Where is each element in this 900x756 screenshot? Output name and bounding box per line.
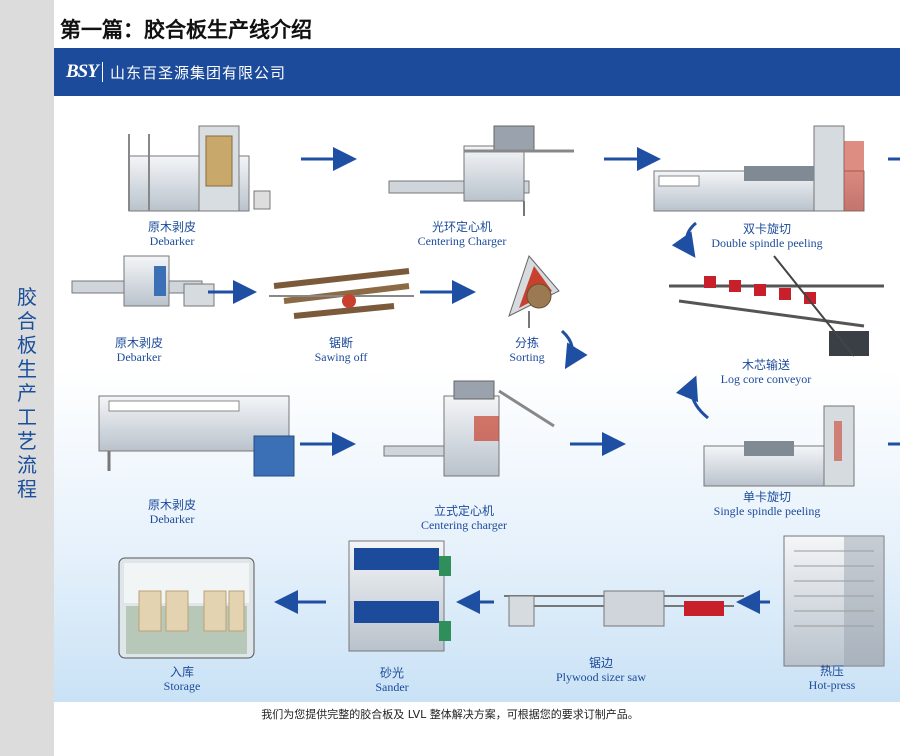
- step-label-en: Debarker: [116, 350, 162, 364]
- logo-divider: [102, 62, 103, 82]
- step-vertical-centering-charger: 立式定心机 Centering charger: [406, 504, 522, 532]
- machine-log-core-conveyor: [669, 255, 884, 357]
- step-label-zh: 单卡旋切: [742, 490, 791, 504]
- step-label-en: Sawing off: [314, 350, 368, 364]
- step-label-zh: 锯边: [588, 656, 613, 670]
- step-plywood-sizer-saw: 锯边 Plywood sizer saw: [548, 656, 654, 684]
- step-label-en: Debarker: [149, 234, 195, 248]
- machine-debarker-2: [71, 255, 215, 307]
- step-label-zh: 入库: [169, 665, 194, 679]
- step-label-en: Plywood sizer saw: [556, 670, 646, 684]
- step-label-en: Double spindle peeling: [711, 236, 823, 250]
- step-label-en: Sander: [375, 680, 409, 694]
- step-label-zh: 木芯输送: [741, 358, 790, 372]
- storage-warehouse-photo: [118, 557, 255, 659]
- step-hot-press: 热压 Hot-press: [792, 664, 872, 692]
- company-logo: BSY: [66, 61, 99, 82]
- step-label-zh: 原木剥皮: [147, 498, 196, 512]
- header-banner: BSY 山东百圣源集团有限公司: [54, 48, 900, 96]
- machine-vertical-centering-charger: [383, 380, 555, 477]
- step-label-zh: 原木剥皮: [114, 336, 163, 350]
- step-label-zh: 光环定心机: [431, 220, 492, 234]
- machine-double-spindle-peeling: [653, 125, 865, 212]
- arrow-curve-down-2: [560, 329, 588, 370]
- step-log-core-conveyor: 木芯输送 Log core conveyor: [706, 358, 826, 386]
- step-label-zh: 立式定心机: [433, 504, 494, 518]
- step-label-en: Sorting: [509, 350, 545, 364]
- machine-sander: [348, 540, 451, 652]
- machine-debarker-1: [128, 125, 271, 212]
- step-debarker-3: 原木剥皮 Debarker: [142, 498, 202, 526]
- step-single-spindle-peeling: 单卡旋切 Single spindle peeling: [702, 490, 832, 518]
- step-sawing-off: 锯断 Sawing off: [306, 336, 376, 364]
- arrow-curve-up: [675, 375, 709, 420]
- machine-centering-charger-1: [388, 125, 574, 216]
- step-label-zh: 双卡旋切: [742, 222, 791, 236]
- step-label-en: Centering charger: [420, 518, 508, 532]
- page-title: 第一篇：胶合板生产线介绍: [60, 18, 312, 42]
- step-sander: 砂光 Sander: [362, 666, 422, 694]
- machine-hot-press: [783, 535, 885, 667]
- step-label-en: Centering Charger: [417, 234, 507, 248]
- step-label-en: Hot-press: [808, 678, 856, 692]
- machine-debarker-3: [98, 395, 295, 477]
- step-label-en: Debarker: [149, 512, 195, 526]
- step-label-zh: 砂光: [379, 666, 404, 680]
- arrow-curve-down-1: [671, 221, 697, 258]
- step-storage: 入库 Storage: [152, 665, 212, 693]
- machine-sawing-off: [269, 268, 414, 319]
- machine-sorting: [508, 255, 560, 328]
- step-centering-charger: 光环定心机 Centering Charger: [402, 220, 522, 248]
- process-flow-diagram: 原木剥皮 Debarker 光环定心机 Centering Charger 双卡…: [54, 96, 900, 702]
- step-sorting: 分拣 Sorting: [502, 336, 552, 364]
- step-label-en: Log core conveyor: [720, 372, 812, 386]
- footer-note: 我们为您提供完整的胶合板及 LVL 整体解决方案，可根据您的要求订制产品。: [261, 708, 639, 721]
- sidebar: 胶合板生产工艺流程: [0, 0, 54, 756]
- step-label-en: Storage: [163, 679, 201, 693]
- step-label-en: Single spindle peeling: [713, 504, 821, 518]
- step-label-zh: 锯断: [328, 336, 353, 350]
- diagram-graphics: [71, 125, 900, 667]
- step-double-spindle-peeling: 双卡旋切 Double spindle peeling: [702, 222, 832, 250]
- step-label-zh: 热压: [819, 664, 844, 678]
- step-label-zh: 原木剥皮: [147, 220, 196, 234]
- sidebar-title: 胶合板生产工艺流程: [17, 285, 37, 501]
- step-debarker-1: 原木剥皮 Debarker: [142, 220, 202, 248]
- machine-single-spindle-peeling: [703, 405, 855, 487]
- machine-plywood-sizer-saw: [504, 590, 744, 627]
- step-debarker-2: 原木剥皮 Debarker: [109, 336, 169, 364]
- company-name: 山东百圣源集团有限公司: [110, 64, 287, 82]
- step-label-zh: 分拣: [514, 336, 539, 350]
